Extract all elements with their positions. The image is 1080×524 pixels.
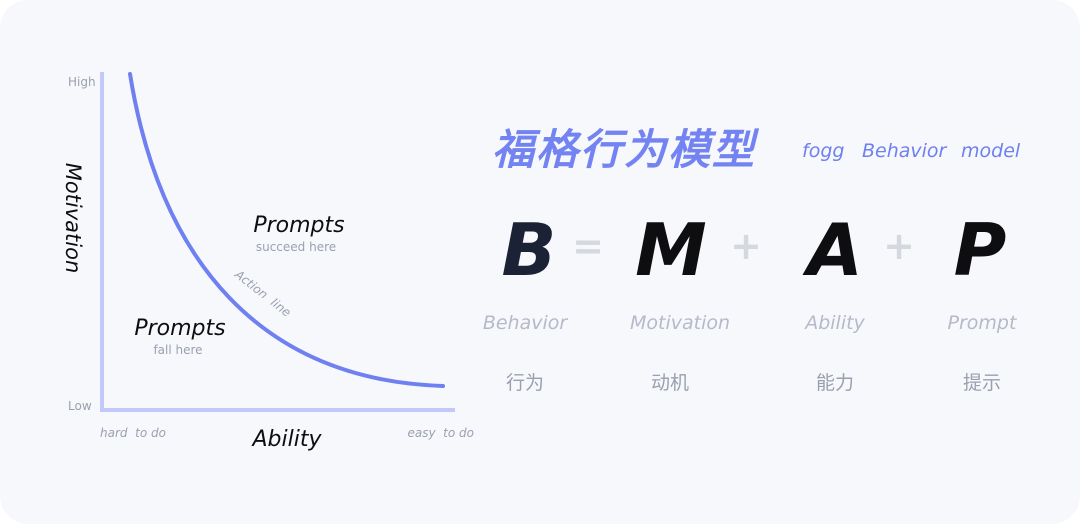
term-en-ability: Ability bbox=[805, 312, 865, 334]
x-left-label: hard to do bbox=[100, 426, 166, 440]
action-line-curve bbox=[128, 72, 445, 388]
y-high-label: High bbox=[68, 75, 96, 89]
formula-plus-1: + bbox=[730, 224, 762, 268]
lower-region-subtitle: fall here bbox=[153, 343, 202, 357]
x-right-label: easy to do bbox=[407, 426, 474, 440]
formula-letter-m: M bbox=[635, 208, 707, 292]
lower-region-title: Prompts bbox=[134, 316, 225, 341]
x-axis-title: Ability bbox=[251, 427, 323, 452]
formula-letter-a: A bbox=[807, 208, 863, 292]
term-cn-prompt: 提示 bbox=[962, 372, 1001, 394]
action-line-diagram: High Low hard to do easy to do Motivatio… bbox=[61, 72, 474, 452]
formula-letter-b: B bbox=[501, 208, 557, 292]
y-low-label: Low bbox=[68, 399, 92, 413]
term-cn-behavior: 行为 bbox=[505, 372, 544, 394]
term-en-motivation: Motivation bbox=[629, 312, 731, 334]
formula-letter-p: P bbox=[953, 208, 1007, 292]
term-en-prompt: Prompt bbox=[947, 312, 1017, 334]
term-en-behavior: Behavior bbox=[482, 312, 568, 334]
model-title-en-fogg: fogg bbox=[802, 140, 845, 162]
model-title-en-model: model bbox=[961, 140, 1021, 162]
y-axis-title: Motivation bbox=[61, 163, 85, 274]
upper-region-subtitle: succeed here bbox=[256, 240, 336, 254]
formula-equals: = bbox=[572, 224, 604, 268]
model-title-en-behavior: Behavior bbox=[862, 140, 947, 162]
model-title-cn: 福格行为模型 bbox=[492, 125, 757, 174]
term-cn-ability: 能力 bbox=[815, 372, 854, 394]
formula-plus-2: + bbox=[883, 224, 915, 268]
upper-region-title: Prompts bbox=[253, 213, 344, 238]
action-line-label: Action line bbox=[231, 267, 293, 320]
term-cn-motivation: 动机 bbox=[650, 372, 689, 394]
